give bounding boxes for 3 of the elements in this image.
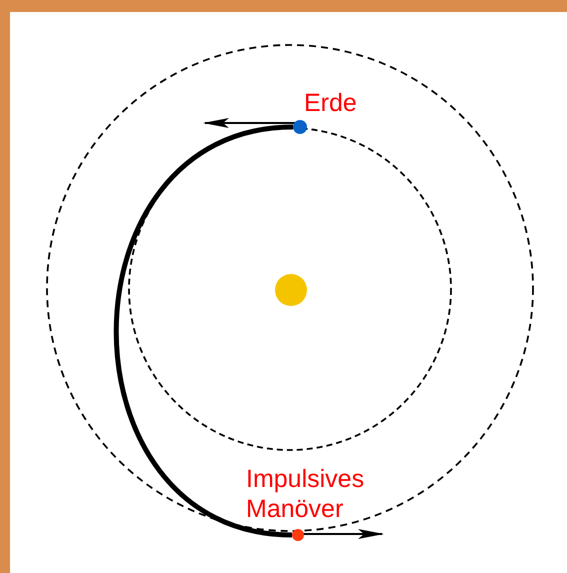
point-label: Erde: [304, 88, 358, 118]
transfer-orbit: [114, 124, 294, 538]
point-label: Impulsives Manöver: [246, 464, 366, 524]
